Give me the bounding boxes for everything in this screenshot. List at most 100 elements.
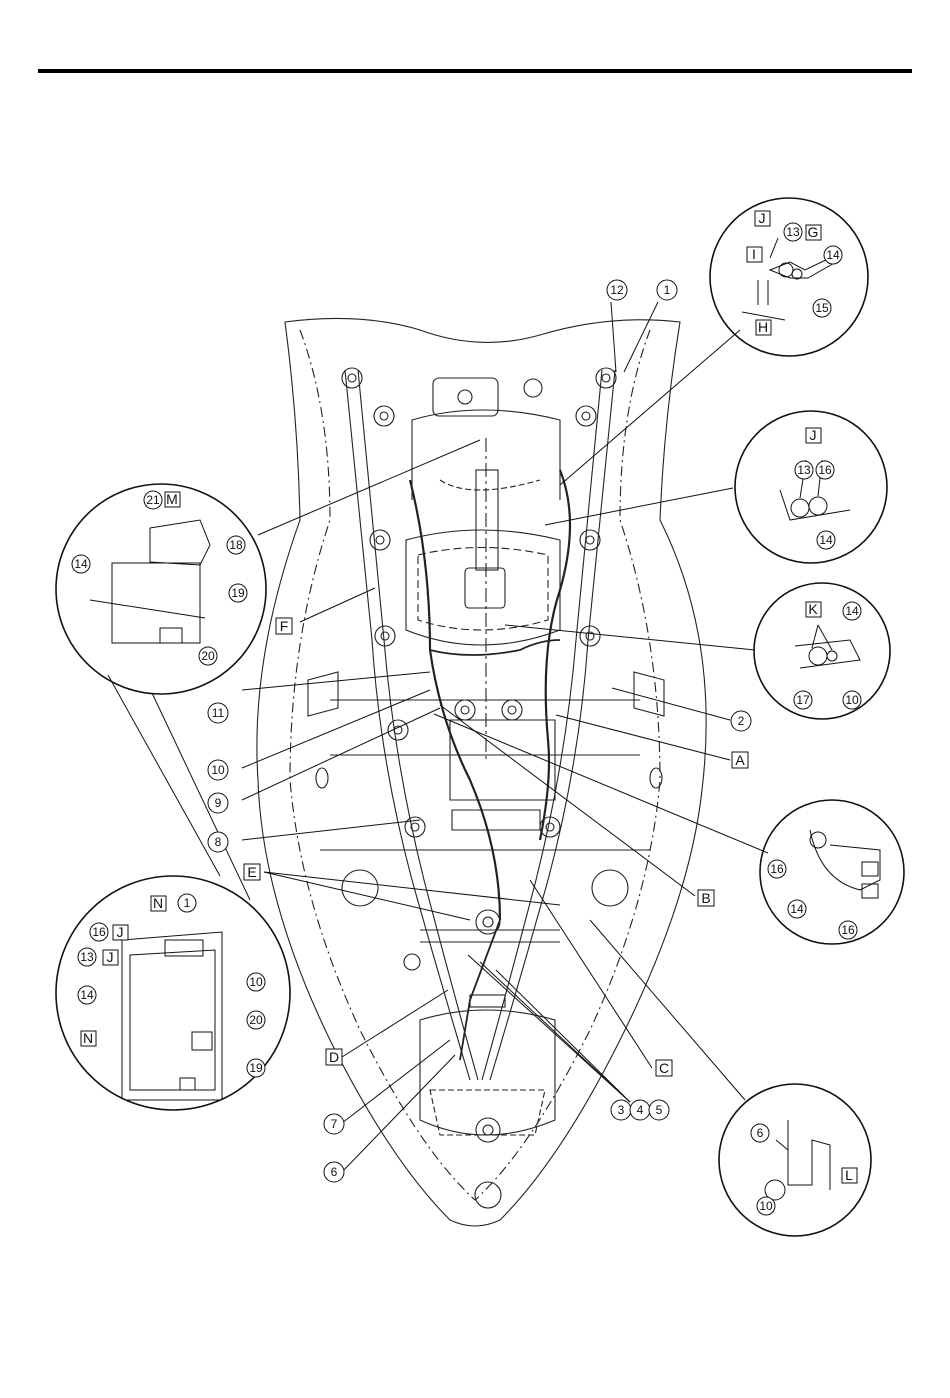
detail-circle-top-right [710, 198, 868, 356]
svg-text:10: 10 [759, 1199, 773, 1213]
frame-drawing [257, 318, 706, 1226]
svg-text:14: 14 [80, 988, 94, 1002]
svg-text:14: 14 [819, 533, 833, 547]
svg-text:16: 16 [770, 862, 784, 876]
svg-text:L: L [845, 1167, 853, 1183]
callout-12: 12 [607, 280, 627, 300]
svg-text:9: 9 [215, 796, 222, 810]
detail-circles [56, 198, 904, 1236]
callout-10-r3: 10 [843, 691, 861, 709]
label-K-r3: K [806, 601, 821, 617]
callout-17-r3: 17 [794, 691, 812, 709]
callout-14-tr: 14 [824, 246, 842, 264]
svg-text:3: 3 [618, 1103, 625, 1117]
svg-text:N: N [83, 1030, 93, 1046]
svg-text:J: J [117, 924, 124, 940]
svg-text:16: 16 [841, 923, 855, 937]
label-G-tr: G [806, 224, 821, 240]
svg-text:H: H [758, 319, 768, 335]
svg-text:14: 14 [826, 248, 840, 262]
svg-text:7: 7 [331, 1117, 338, 1131]
svg-text:14: 14 [845, 604, 859, 618]
svg-text:6: 6 [757, 1126, 764, 1140]
label-C: C [656, 1060, 672, 1076]
svg-text:16: 16 [818, 463, 832, 477]
label-N-l2b: N [81, 1030, 96, 1046]
svg-text:4: 4 [637, 1103, 644, 1117]
svg-text:10: 10 [249, 975, 263, 989]
svg-text:B: B [701, 890, 710, 906]
callout-14-r2: 14 [817, 531, 835, 549]
svg-text:20: 20 [201, 649, 215, 663]
callout-4: 4 [630, 1100, 650, 1120]
label-N-l2a: N [151, 895, 166, 911]
svg-text:8: 8 [215, 835, 222, 849]
callout-10-l2: 10 [247, 973, 265, 991]
callout-14-r3: 14 [843, 602, 861, 620]
svg-text:18: 18 [229, 538, 243, 552]
svg-text:14: 14 [790, 902, 804, 916]
callout-10-r5: 10 [757, 1197, 775, 1215]
label-J-tr: J [755, 210, 770, 226]
callout-14-l2: 14 [78, 986, 96, 1004]
detail-contents [90, 238, 880, 1200]
callout-13-tr: 13 [784, 223, 802, 241]
callout-14-l1: 14 [72, 555, 90, 573]
svg-text:17: 17 [796, 693, 810, 707]
callout-16-r4a: 16 [768, 860, 786, 878]
svg-text:1: 1 [664, 283, 671, 297]
svg-text:2: 2 [738, 714, 745, 728]
label-F: F [276, 618, 292, 634]
callout-11: 11 [208, 703, 228, 723]
callout-21-l1: 21 [144, 491, 162, 509]
label-M-l1: M [165, 491, 180, 507]
label-D: D [326, 1049, 342, 1065]
svg-text:15: 15 [815, 301, 829, 315]
callout-20-l1: 20 [199, 647, 217, 665]
svg-text:11: 11 [212, 706, 225, 720]
svg-text:I: I [752, 246, 756, 262]
detail-circle-right-3 [754, 583, 890, 719]
svg-text:19: 19 [231, 586, 245, 600]
svg-text:C: C [659, 1060, 669, 1076]
callout-20-l2: 20 [247, 1011, 265, 1029]
svg-text:12: 12 [610, 283, 624, 297]
svg-text:19: 19 [249, 1061, 263, 1075]
callout-18-l1: 18 [227, 536, 245, 554]
callout-19-l2: 19 [247, 1059, 265, 1077]
number-callouts: 12 1 11 2 10 9 8 3 4 5 7 6 13 14 15 13 1… [72, 223, 861, 1215]
callout-19-l1: 19 [229, 584, 247, 602]
svg-text:13: 13 [786, 225, 800, 239]
svg-text:5: 5 [656, 1103, 663, 1117]
callout-13-r2: 13 [795, 461, 813, 479]
label-J-l2b: J [103, 949, 118, 965]
svg-text:10: 10 [845, 693, 859, 707]
callout-2: 2 [731, 711, 751, 731]
label-H-tr: H [756, 319, 771, 335]
svg-text:E: E [247, 864, 256, 880]
label-E: E [244, 864, 260, 880]
svg-text:D: D [329, 1049, 339, 1065]
svg-text:13: 13 [797, 463, 811, 477]
callout-7: 7 [324, 1114, 344, 1134]
svg-text:J: J [107, 949, 114, 965]
svg-text:21: 21 [146, 493, 160, 507]
callout-5: 5 [649, 1100, 669, 1120]
callout-9: 9 [208, 793, 228, 813]
svg-text:6: 6 [331, 1165, 338, 1179]
callout-16-l2: 16 [90, 923, 108, 941]
callout-14-r4: 14 [788, 900, 806, 918]
svg-text:M: M [166, 491, 178, 507]
callout-6: 6 [324, 1162, 344, 1182]
svg-text:1: 1 [184, 896, 191, 910]
callout-16-r2: 16 [816, 461, 834, 479]
callout-15-tr: 15 [813, 299, 831, 317]
callout-1: 1 [657, 280, 677, 300]
detail-circle-right-5 [719, 1084, 871, 1236]
svg-text:A: A [735, 752, 745, 768]
svg-text:J: J [759, 210, 766, 226]
svg-text:G: G [808, 224, 819, 240]
svg-text:J: J [810, 427, 817, 443]
label-B: B [698, 890, 714, 906]
